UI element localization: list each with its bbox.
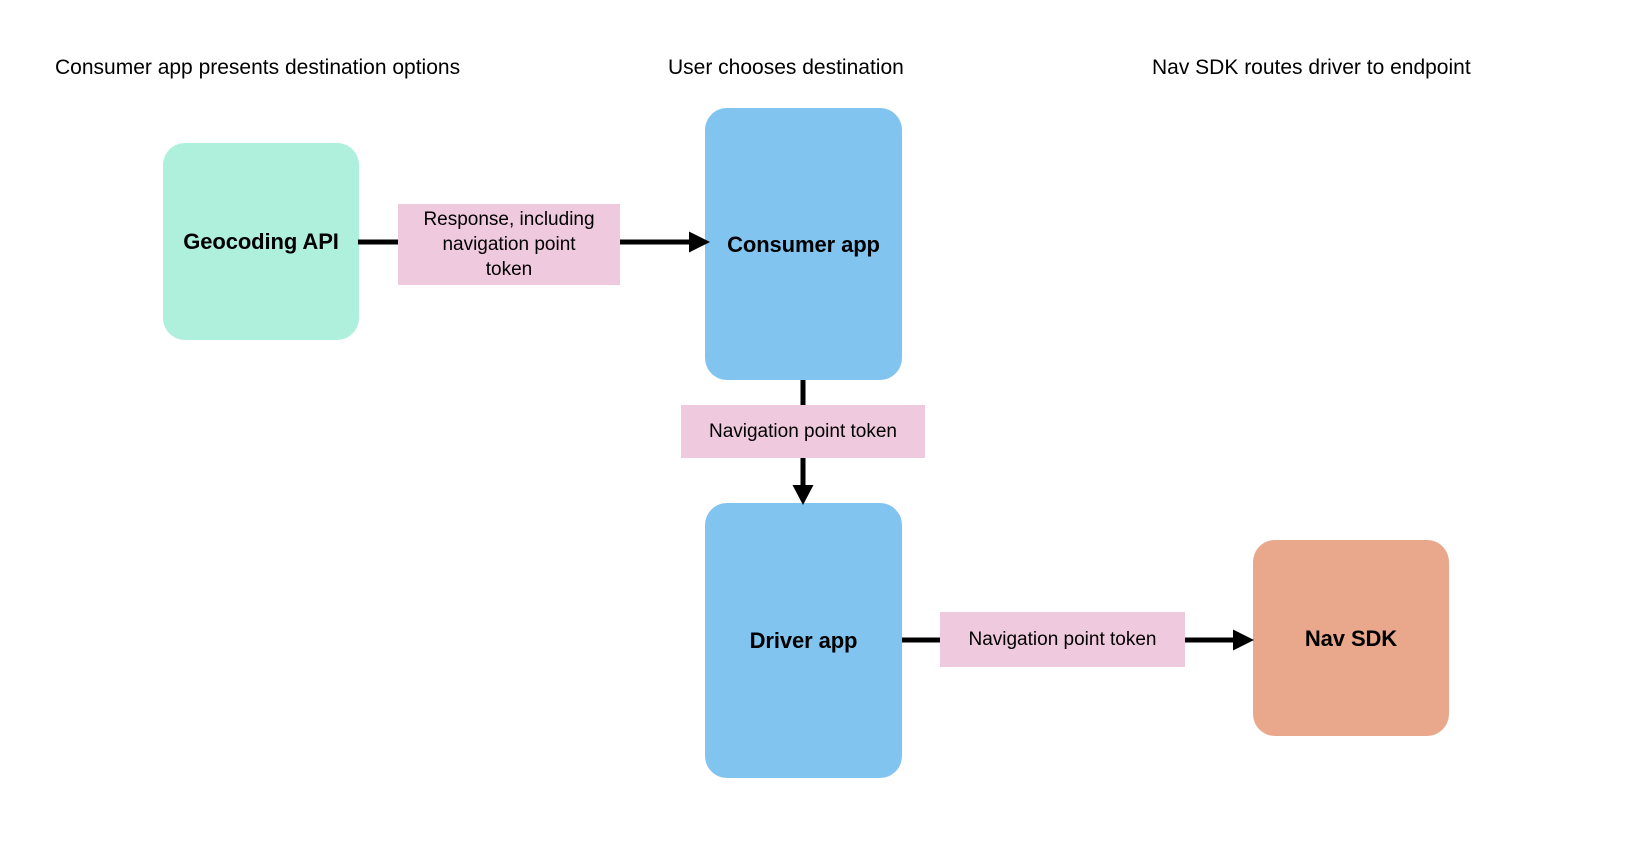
node-driver-app[interactable]: Driver app <box>705 503 902 778</box>
node-driver-app-label: Driver app <box>749 628 858 653</box>
edge-label-navigation-point-token-consumer-text: Navigation point token <box>708 421 897 442</box>
stage-header-user-choice: User chooses destination <box>668 56 904 79</box>
edge-label-navigation-point-token-driver-text: Navigation point token <box>968 629 1157 650</box>
stage-header-nav-sdk: Nav SDK routes driver to endpoint <box>1152 56 1471 79</box>
stage-header-consumer-app: Consumer app presents destination option… <box>55 56 461 79</box>
edge-label-navigation-point-token-consumer-to-driver: Navigation point token <box>681 405 925 458</box>
node-geocoding-api[interactable]: Geocoding API <box>163 143 359 340</box>
node-consumer-app[interactable]: Consumer app <box>705 108 902 380</box>
node-nav-sdk-label: Nav SDK <box>1304 625 1398 651</box>
node-nav-sdk[interactable]: Nav SDK <box>1253 540 1449 736</box>
node-geocoding-api-label: Geocoding API <box>183 229 339 254</box>
node-consumer-app-label: Consumer app <box>727 231 880 257</box>
edge-label-navigation-point-token-driver-to-nav-sdk: Navigation point token <box>940 612 1185 667</box>
